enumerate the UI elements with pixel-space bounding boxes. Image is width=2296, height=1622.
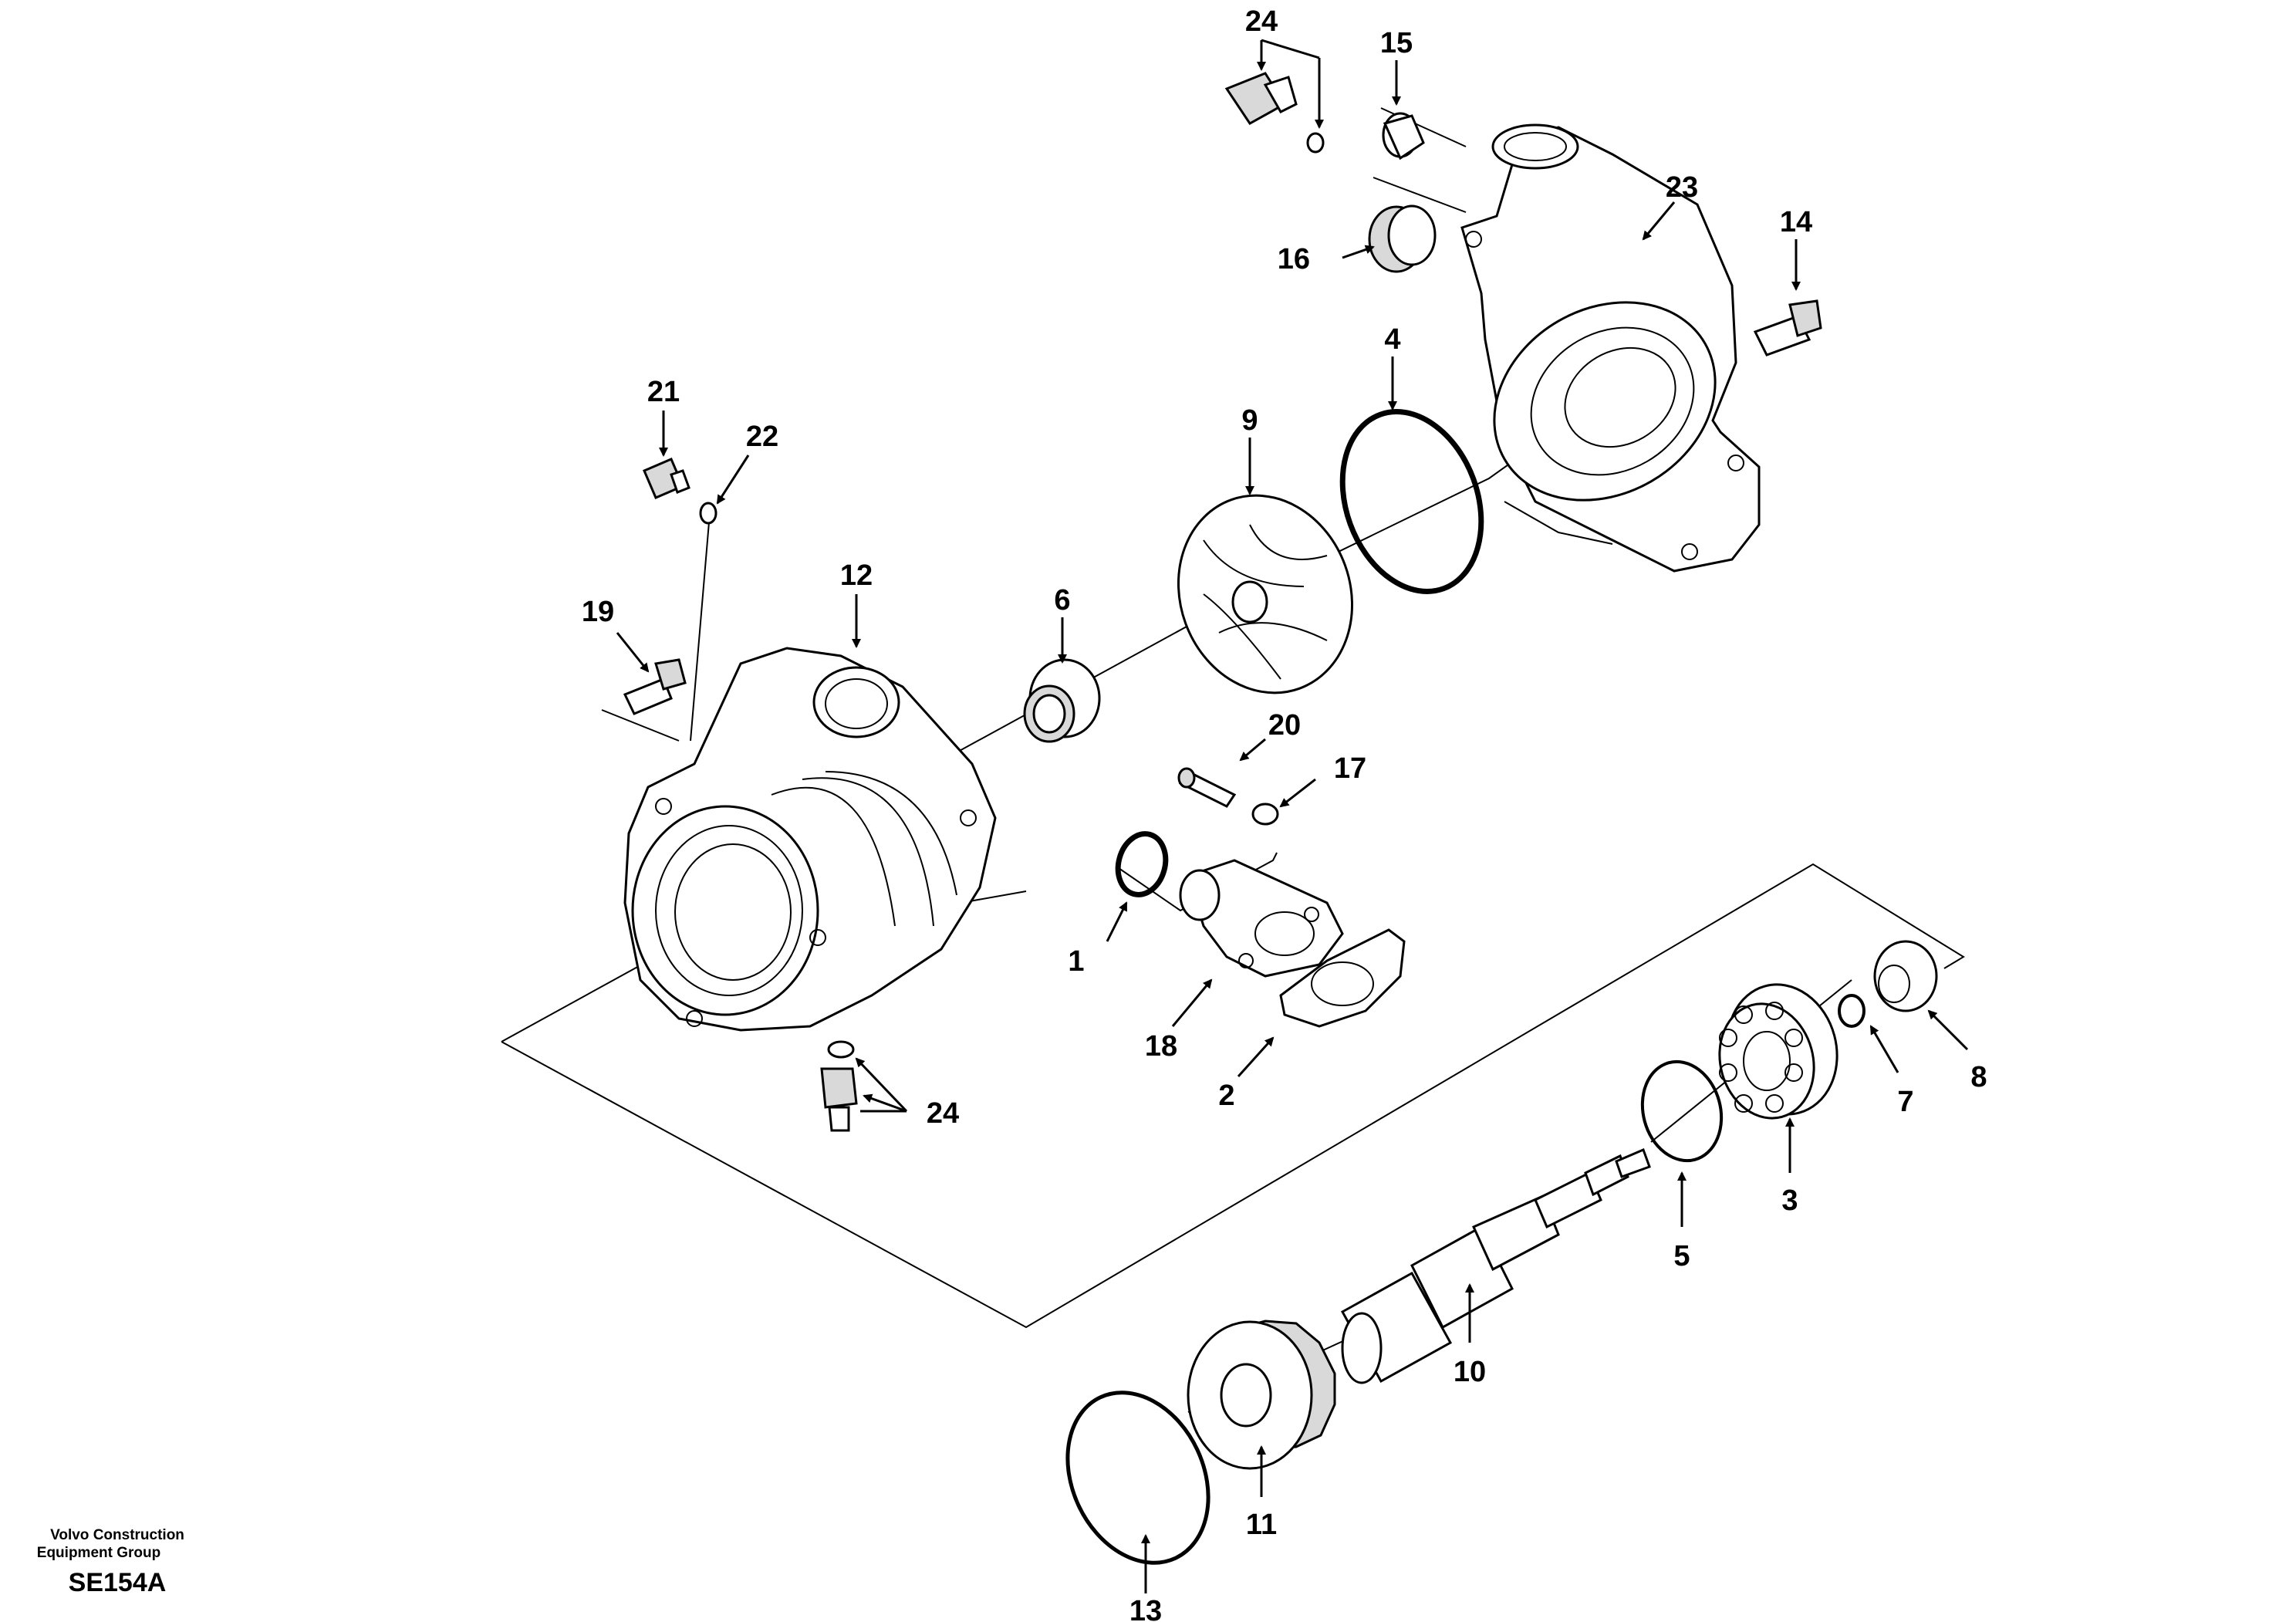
callout-12: 12 [840, 559, 873, 592]
callout-13: 13 [1129, 1595, 1162, 1622]
o-ring-1 [1115, 831, 1169, 897]
seal-8 [1873, 940, 1938, 1012]
o-ring-13 [1065, 1391, 1210, 1565]
footer-block: Volvo Construction Equipment Group SE154… [37, 1527, 184, 1597]
pump-cover-housing [1460, 123, 1761, 573]
callout-10: 10 [1454, 1356, 1486, 1388]
callout-20: 20 [1268, 709, 1301, 742]
washer-22 [699, 502, 718, 525]
pump-housing-12 [623, 647, 997, 1032]
callout-21: 21 [647, 376, 680, 408]
gasket-2 [1279, 928, 1406, 1028]
washer-17 [1251, 803, 1279, 826]
gear-11 [1187, 1320, 1336, 1470]
seal-6 [1023, 658, 1101, 743]
bearing-3 [1718, 983, 1838, 1120]
callout-15: 15 [1380, 27, 1413, 59]
callout-9: 9 [1241, 404, 1258, 437]
callout-24-bottom: 24 [927, 1097, 959, 1130]
callout-2: 2 [1218, 1080, 1234, 1112]
plug-16 [1368, 204, 1437, 273]
impeller-9 [1177, 494, 1354, 694]
shaft-10 [1340, 1147, 1651, 1384]
callout-3: 3 [1781, 1184, 1798, 1217]
callout-1: 1 [1068, 945, 1084, 978]
callout-23: 23 [1666, 171, 1698, 204]
snap-ring-5 [1640, 1059, 1724, 1163]
leader-arrows [616, 39, 1969, 1593]
callout-11: 11 [1246, 1509, 1277, 1541]
sensor-24-bottom [820, 1040, 858, 1132]
plug-15 [1382, 112, 1425, 161]
flange-18 [1179, 859, 1344, 978]
o-ring-4 [1339, 409, 1484, 594]
circlip-7 [1838, 994, 1866, 1028]
bolt-14 [1753, 299, 1822, 357]
callout-4: 4 [1384, 323, 1400, 356]
plug-21 [643, 458, 690, 499]
drawing-code: SE154A [69, 1568, 167, 1597]
callout-17: 17 [1334, 752, 1366, 785]
callout-7: 7 [1897, 1086, 1913, 1118]
callout-5: 5 [1673, 1240, 1690, 1272]
callout-14: 14 [1780, 206, 1812, 238]
company-name-line-1: Volvo Construction [50, 1527, 184, 1543]
bolt-20 [1177, 767, 1237, 808]
callout-16: 16 [1278, 243, 1310, 275]
callout-8: 8 [1970, 1061, 1987, 1093]
callouts: 24 15 23 14 16 4 9 21 22 12 6 19 20 17 1… [582, 5, 1987, 1622]
company-name-line-2: Equipment Group [37, 1545, 160, 1561]
callout-24-top: 24 [1245, 5, 1278, 38]
callout-6: 6 [1054, 584, 1070, 617]
callout-19: 19 [582, 596, 614, 628]
callout-18: 18 [1145, 1030, 1177, 1063]
bolt-19 [623, 658, 687, 715]
sensor-24-top [1224, 72, 1325, 154]
callout-22: 22 [746, 421, 778, 453]
